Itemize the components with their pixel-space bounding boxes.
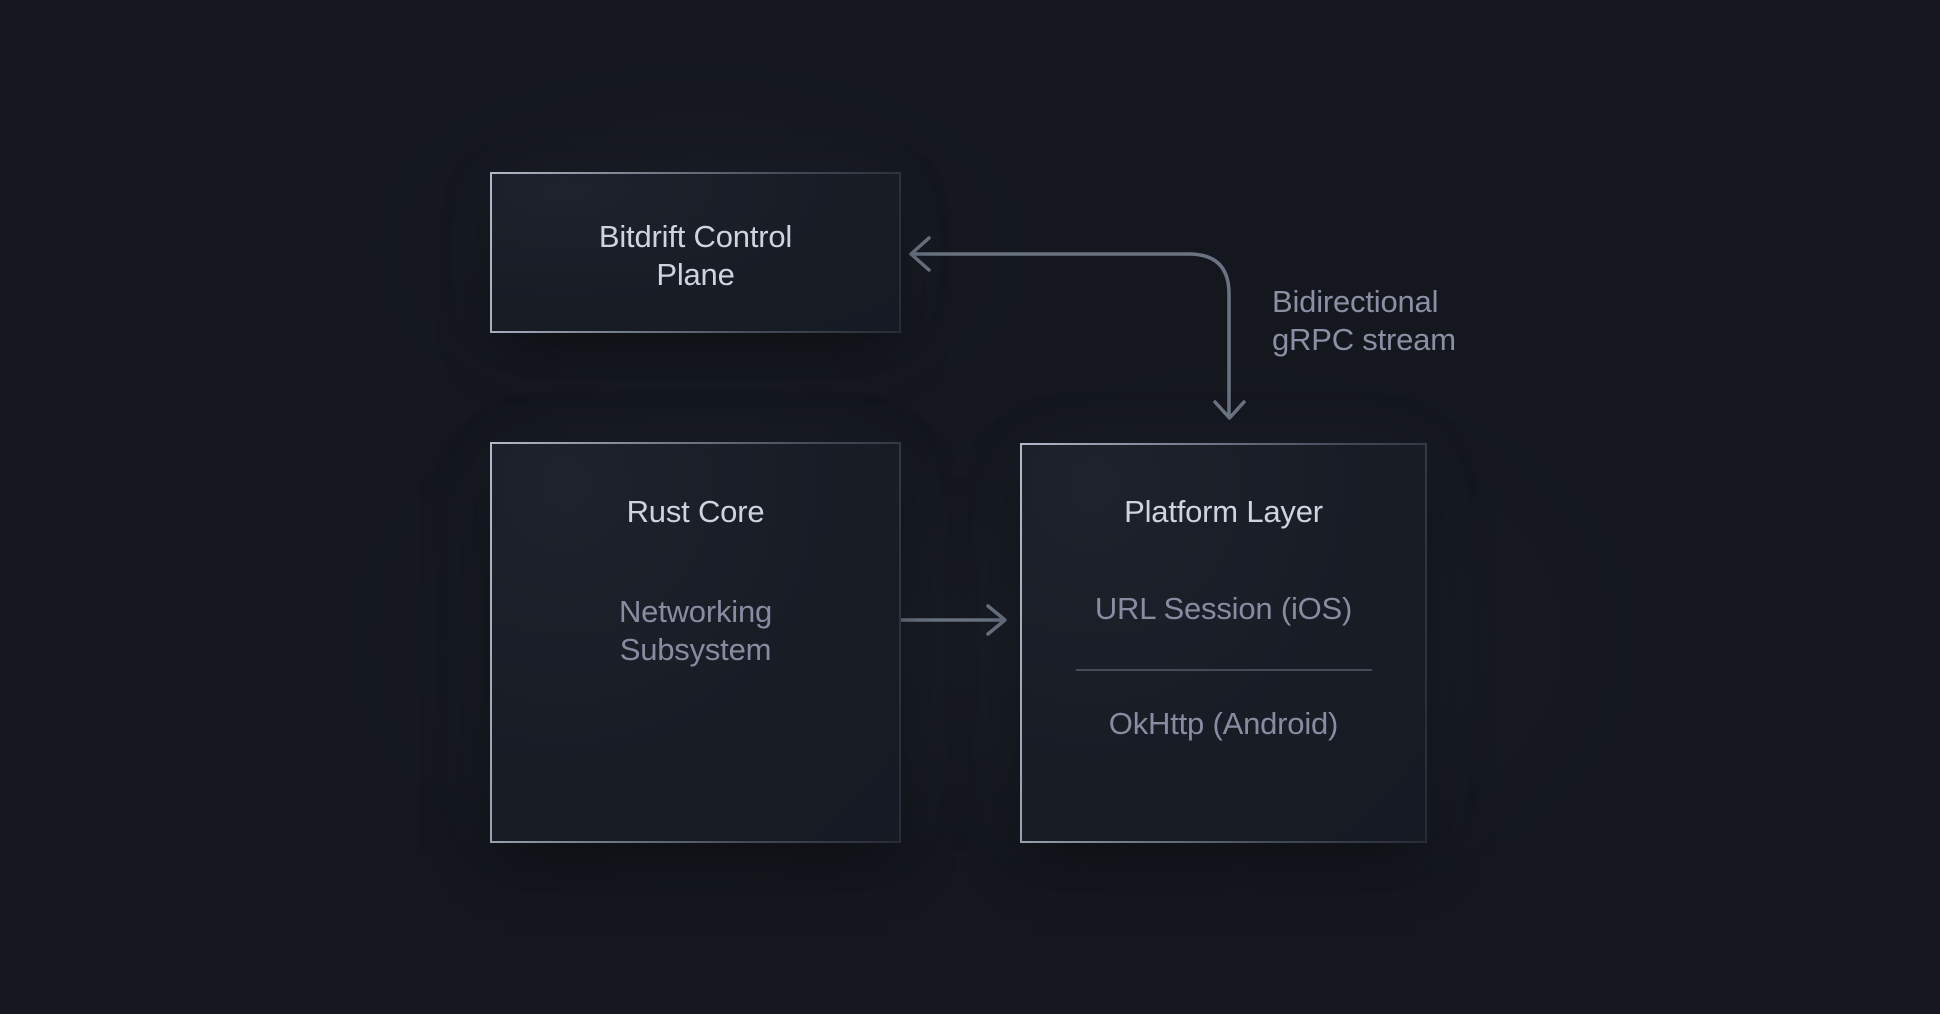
platform-items-divider (1076, 669, 1372, 671)
grpc-elbow-arrow (909, 236, 1246, 420)
control-plane-title-line2: Plane (656, 257, 735, 292)
grpc-arrow-left-chevron (909, 236, 931, 272)
rust-core-subsystem-line2: Subsystem (619, 632, 772, 667)
node-platform-layer-body: Platform Layer URL Session (iOS) OkHttp … (1022, 445, 1425, 841)
ffi-arrow-right-chevron (986, 604, 1007, 636)
node-bitdrift-control-plane: Bitdrift Control Plane (490, 172, 901, 333)
platform-layer-title: Platform Layer (1124, 494, 1323, 529)
rust-core-subsystem-line1: Networking (618, 594, 773, 629)
grpc-arrow-down-chevron (1213, 400, 1246, 420)
platform-item-url-session: URL Session (iOS) (1094, 591, 1353, 626)
grpc-arrow-line (911, 252, 1231, 416)
node-rust-core: Rust Core Networking Subsystem (490, 442, 901, 843)
platform-item-okhttp: OkHttp (Android) (1108, 706, 1339, 741)
node-rust-core-body: Rust Core Networking Subsystem (492, 444, 899, 841)
grpc-edge-label: Bidirectional gRPC stream (1272, 283, 1456, 359)
node-platform-layer: Platform Layer URL Session (iOS) OkHttp … (1020, 443, 1427, 843)
control-plane-title-line1: Bitdrift Control (598, 219, 793, 254)
grpc-edge-label-line1: Bidirectional (1272, 284, 1439, 319)
node-bitdrift-control-plane-body: Bitdrift Control Plane (492, 174, 899, 331)
rust-core-title: Rust Core (626, 494, 765, 529)
grpc-edge-label-line2: gRPC stream (1272, 322, 1456, 357)
